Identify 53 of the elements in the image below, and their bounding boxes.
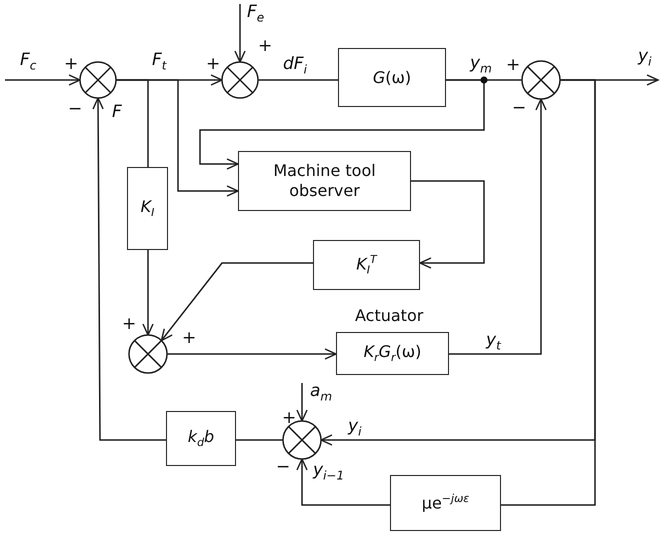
signal-label: y$_{i−1}$: [313, 462, 344, 482]
signal-label: F$_{e}$: [247, 4, 264, 24]
signal-label: a$_{m}$: [310, 383, 332, 402]
block-label: k$_{d}$b: [186, 427, 216, 450]
signal-arrow: [160, 262, 313, 342]
signal-arrow: [411, 180, 485, 269]
signal-arrow: [449, 98, 547, 355]
sign-label: −: [276, 459, 290, 476]
signal-line: [236, 439, 283, 441]
sign-label: −: [512, 100, 526, 117]
signal-arrow: [167, 348, 337, 360]
block-label: K$_{I}$: [140, 197, 156, 220]
signal-line: [258, 79, 338, 81]
signal-arrow: [296, 383, 308, 422]
sign-label: +: [258, 38, 272, 55]
signal-arrow: [296, 458, 390, 506]
sign-label: +: [182, 330, 196, 347]
block-label: K$_{r}$G$_{r}$(ω): [362, 342, 422, 365]
signal-label: y$_{i}$: [638, 48, 652, 68]
sign-label: −: [68, 101, 82, 118]
block-label: G(ω): [372, 68, 412, 88]
block-heading: Actuator: [355, 306, 424, 325]
summing-junction: [79, 61, 117, 99]
signal-label: dF$_{i}$: [283, 56, 307, 76]
signal-arrow: [199, 79, 485, 170]
sign-label: +: [206, 56, 220, 73]
signal-label: F$_{t}$: [152, 52, 166, 72]
block-label: Machine tool observer: [272, 161, 377, 201]
block-box: [238, 151, 411, 211]
sign-label: +: [64, 56, 78, 73]
signal-arrow: [142, 250, 154, 336]
signal-arrow: [5, 74, 81, 86]
signal-arrow: [92, 97, 166, 441]
block-box: [313, 240, 420, 290]
block-box: [127, 167, 168, 250]
signal-label: F: [112, 104, 122, 121]
summing-junction: [128, 334, 168, 374]
signal-label: y$_{m}$: [470, 55, 492, 74]
signal-label: y$_{t}$: [486, 332, 501, 352]
sign-label: +: [282, 410, 296, 427]
summing-junction: [521, 60, 561, 100]
summing-junction: [221, 61, 259, 99]
signal-label: y$_{i}$: [348, 418, 362, 438]
sign-label: +: [122, 316, 136, 333]
block-box: [390, 475, 501, 531]
signal-label: F$_{c}$: [20, 52, 36, 72]
signal-arrow: [234, 4, 246, 63]
block-box: [166, 411, 236, 466]
block-label: μe$^{−jωε}$: [420, 492, 470, 514]
signal-line: [501, 79, 596, 506]
signal-arrow: [116, 79, 239, 197]
sign-label: +: [506, 57, 520, 74]
block-box: [338, 48, 446, 107]
